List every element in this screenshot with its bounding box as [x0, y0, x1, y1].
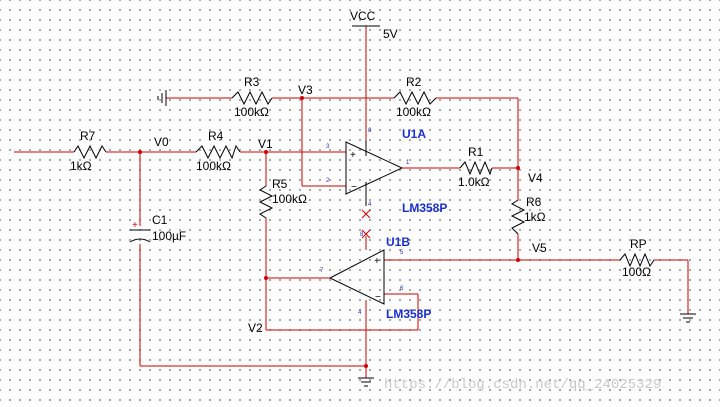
- c1-value: 100µF: [152, 229, 186, 243]
- r6-value: 1kΩ: [524, 210, 546, 224]
- u1a-pin-out: 1: [406, 160, 410, 166]
- r3-value: 100kΩ: [234, 105, 269, 119]
- u1a-ref: U1A: [402, 127, 426, 141]
- u1b-pin-out: 7: [320, 268, 324, 274]
- ground-rp-icon: [680, 313, 696, 323]
- u1b-part: LM358P: [386, 307, 431, 321]
- svg-text:−: −: [375, 292, 381, 303]
- r7-name: R7: [80, 129, 96, 143]
- resistor-r5: [258, 185, 274, 219]
- net-v0-label: V0: [154, 135, 169, 149]
- junctions: [138, 96, 520, 368]
- r4-value: 100kΩ: [196, 159, 231, 173]
- junction-v1: [264, 150, 268, 154]
- svg-text:+: +: [374, 256, 380, 267]
- rp-value: 100Ω: [622, 265, 651, 279]
- junction-gnd: [364, 364, 368, 368]
- rp-name: RP: [630, 237, 647, 251]
- u1a-pin-vcc: 8: [368, 128, 372, 134]
- resistor-rp: [619, 252, 655, 268]
- r6-name: R6: [526, 195, 542, 209]
- resistor-r1: [459, 160, 493, 176]
- resistor-r4: [195, 144, 241, 160]
- net-v1-label: V1: [258, 137, 273, 151]
- svg-text:+: +: [350, 150, 356, 161]
- r4-name: R4: [208, 129, 224, 143]
- junction-v3: [300, 96, 304, 100]
- vcc-voltage-label: 5V: [383, 27, 398, 41]
- wires: [14, 26, 689, 378]
- r1-name: R1: [468, 145, 484, 159]
- svg-text:−: −: [351, 182, 357, 193]
- u1a-pin-plus: 3: [326, 144, 330, 150]
- vcc-label: VCC: [350, 9, 376, 23]
- opamp-u1a: [345, 141, 404, 195]
- junction-v4: [516, 166, 520, 170]
- ground-r3-icon: [157, 90, 167, 106]
- u1a-part: LM358P: [402, 201, 447, 215]
- net-v5-label: V5: [532, 241, 547, 255]
- no-connect-marks: [361, 209, 371, 239]
- opamp-u1b: [328, 249, 385, 305]
- net-v4-label: V4: [528, 171, 543, 185]
- resistor-r6: [510, 199, 526, 235]
- r7-value: 1kΩ: [70, 159, 92, 173]
- resistor-r3: [231, 90, 273, 106]
- c1-name: C1: [152, 213, 168, 227]
- net-v2-label: V2: [248, 321, 263, 335]
- u1b-pin-plus: 5: [400, 250, 404, 256]
- ground-bottom-icon: [358, 377, 374, 387]
- capacitor-c1-plate-bottom: [129, 238, 151, 243]
- junction-v2: [264, 276, 268, 280]
- u1a-pin-gnd: 4: [368, 202, 372, 208]
- u1b-ref: U1B: [386, 235, 410, 249]
- capacitor-polarity: +: [132, 220, 138, 231]
- u1b-pin-vcc: 8: [360, 232, 364, 238]
- watermark: https://blog.csdn.net/qq_24025329: [384, 377, 661, 393]
- resistor-r7: [73, 144, 107, 160]
- junction-v0: [138, 150, 142, 154]
- r2-value: 100kΩ: [396, 105, 431, 119]
- resistor-r2: [393, 90, 437, 106]
- r5-name: R5: [272, 177, 288, 191]
- junction-v5: [516, 258, 520, 262]
- net-v3-label: V3: [298, 83, 313, 97]
- u1b-pin-minus: 6: [400, 286, 404, 292]
- r2-name: R2: [406, 75, 422, 89]
- u1b-pin-gnd: 4: [358, 310, 362, 316]
- r1-value: 1.0kΩ: [458, 175, 490, 189]
- r5-value: 100kΩ: [272, 192, 307, 206]
- r3-name: R3: [244, 75, 260, 89]
- u1a-pin-minus: 2: [326, 178, 330, 184]
